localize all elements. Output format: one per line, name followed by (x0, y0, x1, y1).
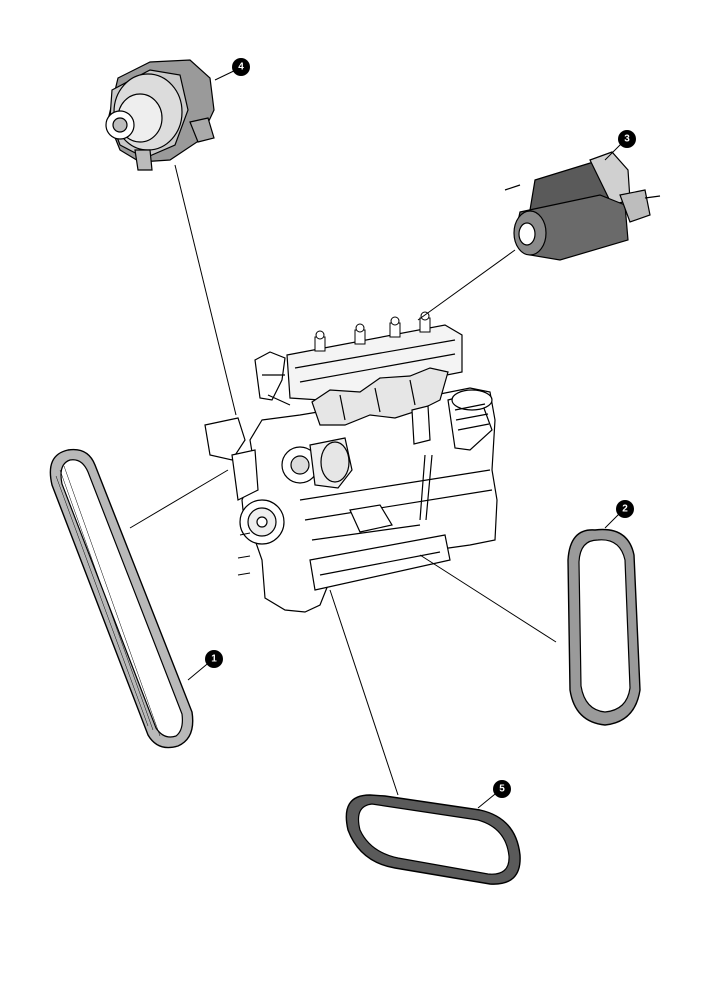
alternator (105, 59, 215, 171)
starter-motor (504, 151, 661, 261)
oil-filter (447, 389, 493, 451)
callout-1: 1 (205, 650, 223, 668)
injector-row (314, 311, 431, 352)
callout-5: 5 (493, 780, 511, 798)
leader-lines (129, 67, 626, 809)
callout-2: 2 (616, 500, 634, 518)
ribbed-belt (49, 448, 194, 749)
callout-3-label: 3 (624, 134, 630, 145)
callout-2-label: 2 (622, 504, 628, 515)
callout-4: 4 (232, 58, 250, 76)
mounting-studs (237, 532, 251, 576)
v-belt-right (567, 528, 641, 726)
engine-block (204, 311, 498, 613)
callout-3: 3 (618, 130, 636, 148)
callout-4-label: 4 (238, 62, 244, 73)
front-pulleys (239, 437, 353, 545)
callout-5-label: 5 (499, 784, 505, 795)
v-belt-bottom (345, 794, 521, 885)
callout-1-label: 1 (211, 654, 217, 665)
